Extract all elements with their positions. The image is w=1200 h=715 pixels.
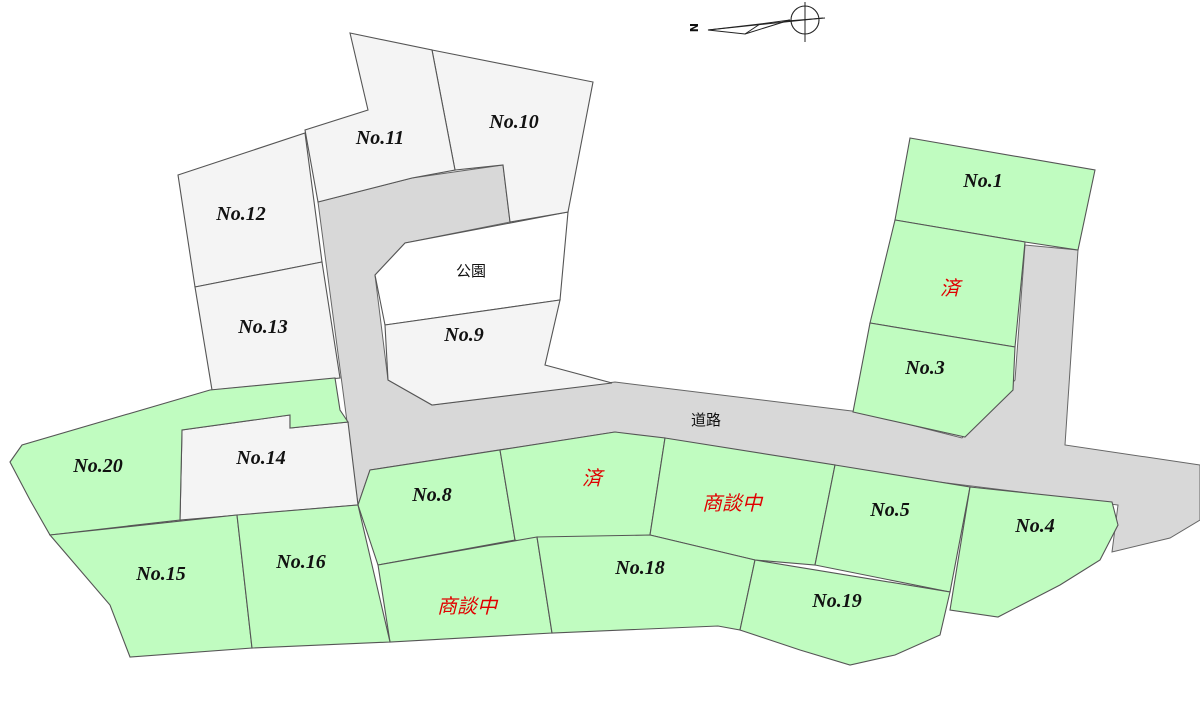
lot-18-label: No.18 <box>614 557 664 579</box>
lot-2-status: 済 <box>940 276 963 300</box>
lot-6[interactable] <box>649 437 836 566</box>
lot-14-label: No.14 <box>235 447 285 469</box>
lot-3-label: No.3 <box>904 357 944 379</box>
lot-20-label: No.20 <box>72 455 122 477</box>
lot-13[interactable] <box>194 261 341 391</box>
lot-19-label: No.19 <box>811 590 861 612</box>
lot-5-label: No.5 <box>869 499 909 521</box>
compass-icon <box>707 2 826 42</box>
lot-9[interactable] <box>384 299 613 406</box>
lot-12-label: No.12 <box>215 203 265 225</box>
lot-8-label: No.8 <box>411 484 451 506</box>
lot-11[interactable] <box>304 32 456 203</box>
lot-11-label: No.11 <box>355 127 404 149</box>
lot-15-label: No.15 <box>135 563 185 585</box>
lot-16-label: No.16 <box>275 551 325 573</box>
lot-7[interactable] <box>499 431 666 549</box>
compass-north-label: N <box>687 23 700 32</box>
lot-9-label: No.9 <box>443 324 483 346</box>
lot-13-label: No.13 <box>237 316 287 338</box>
lot-4-label: No.4 <box>1014 515 1054 537</box>
lot-1-label: No.1 <box>962 170 1002 192</box>
lot-16[interactable] <box>236 504 391 649</box>
lot-1[interactable] <box>894 137 1096 251</box>
lot-15[interactable] <box>48 514 253 658</box>
lot-5[interactable] <box>814 464 971 593</box>
lot-3[interactable] <box>852 322 1016 438</box>
park-label: 公園 <box>456 262 486 280</box>
road-label: 道路 <box>691 411 721 429</box>
lot-19[interactable] <box>739 559 951 666</box>
lot-6-status: 商談中 <box>702 491 764 515</box>
lot-17-status: 商談中 <box>437 594 499 618</box>
lot-7-status: 済 <box>582 466 605 490</box>
lot-10-label: No.10 <box>488 111 538 133</box>
lot-4[interactable] <box>949 486 1119 618</box>
